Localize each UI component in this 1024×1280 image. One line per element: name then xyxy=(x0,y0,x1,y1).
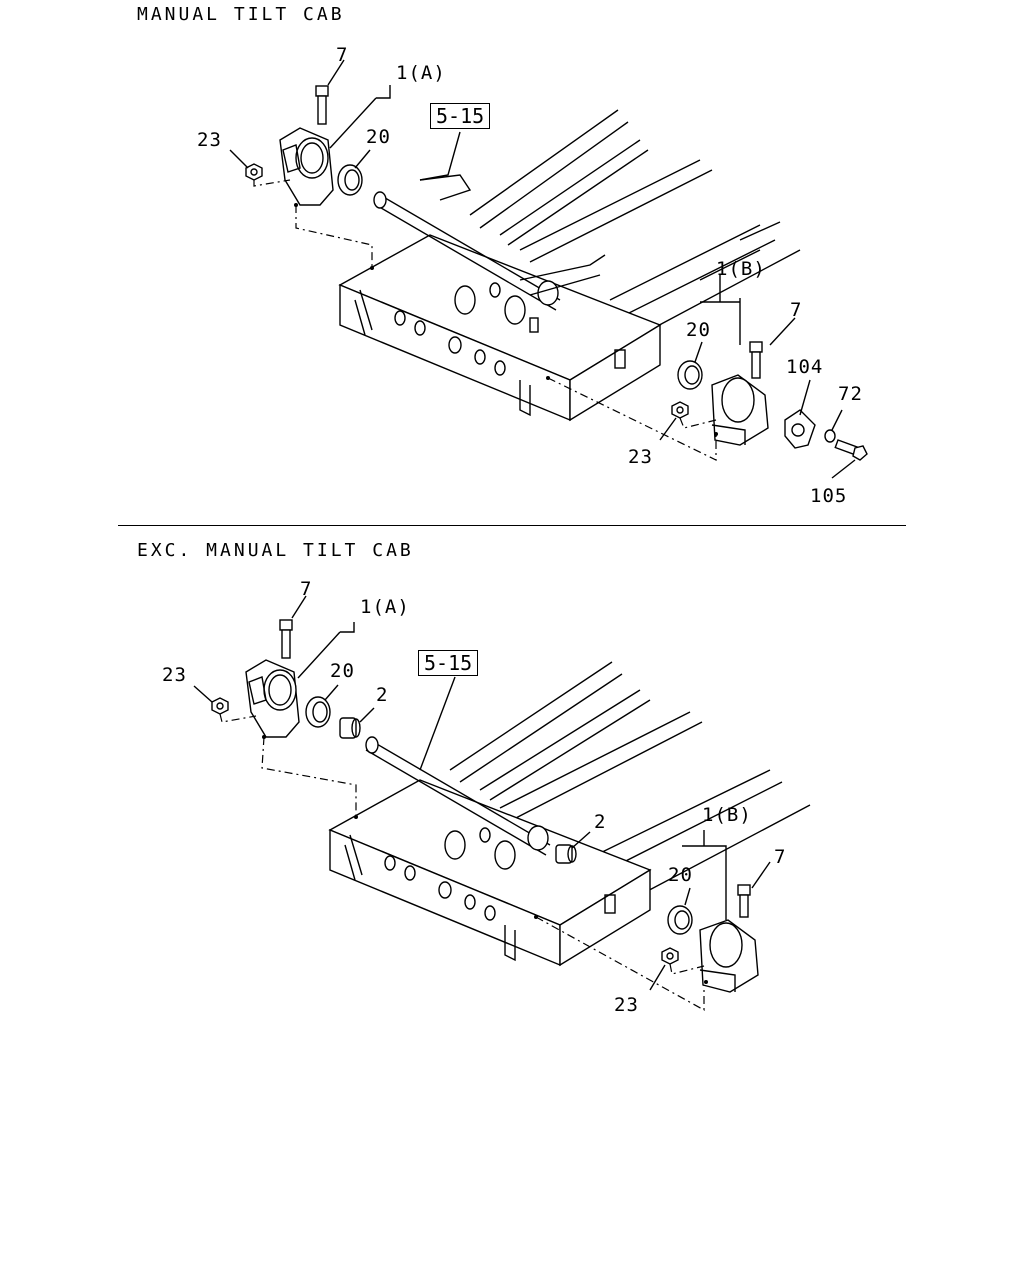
callout-lock: 104 xyxy=(786,356,824,378)
callout-collar-b-2: 2 xyxy=(594,811,607,833)
callout-collar-a-2: 2 xyxy=(376,684,389,706)
callout-bushing-a-2: 20 xyxy=(330,660,355,682)
diagram-exc-manual-tilt-cab xyxy=(193,595,811,1012)
leader-lines-2 xyxy=(193,595,771,1012)
callout-bushing-b-2: 20 xyxy=(668,864,693,886)
callout-nut-b-2: 23 xyxy=(614,994,639,1016)
mount-a-bracket xyxy=(279,127,334,207)
callout-lock-bolt: 105 xyxy=(810,485,848,507)
callout-nut-a-2: 23 xyxy=(162,664,187,686)
callout-bushing-a: 20 xyxy=(366,126,391,148)
bushing-a-2 xyxy=(305,696,331,728)
callout-bolt-a-2: 7 xyxy=(300,578,313,600)
section-divider xyxy=(118,525,906,526)
mount-a-bracket-2 xyxy=(245,659,300,739)
section-title-manual-tilt-cab: MANUAL TILT CAB xyxy=(137,4,345,25)
ref-box-5-15-2: 5-15 xyxy=(418,650,479,676)
frame-rails-2 xyxy=(449,661,811,896)
callout-nut-a: 23 xyxy=(197,129,222,151)
collar-b-2 xyxy=(555,844,577,864)
ref-box-5-15: 5-15 xyxy=(430,103,491,129)
cross-member xyxy=(338,234,662,422)
mount-b-bracket xyxy=(711,374,769,446)
washer xyxy=(824,429,836,443)
nut-a xyxy=(245,163,263,181)
bushing-b-2 xyxy=(667,905,693,935)
tilt-shaft-2 xyxy=(365,736,551,856)
nut-a-2 xyxy=(211,697,229,715)
frame-rails xyxy=(469,109,801,331)
callout-mount-b: 1(B) xyxy=(716,258,766,280)
bolt-a xyxy=(315,85,329,125)
mount-b-bracket-2 xyxy=(699,919,759,993)
callout-washer: 72 xyxy=(838,383,863,405)
cross-member-2 xyxy=(328,779,652,967)
bushing-b xyxy=(677,360,703,390)
callout-bushing-b: 20 xyxy=(686,319,711,341)
callout-mount-a-2: 1(A) xyxy=(360,596,410,618)
callout-bolt-a: 7 xyxy=(336,44,349,66)
bolt-b xyxy=(749,341,763,379)
callout-bolt-b-2: 7 xyxy=(774,846,787,868)
bushing-a xyxy=(337,164,363,196)
nut-b xyxy=(671,401,689,419)
bolt-b-2 xyxy=(737,884,751,918)
collar-a-2 xyxy=(339,717,361,739)
callout-mount-b-2: 1(B) xyxy=(702,804,752,826)
diagram-manual-tilt-cab xyxy=(229,59,868,479)
leader-lines-1 xyxy=(229,59,856,479)
tilt-shaft xyxy=(373,174,606,311)
callout-mount-a: 1(A) xyxy=(396,62,446,84)
bolt-a-2 xyxy=(279,619,293,659)
callout-nut-b: 23 xyxy=(628,446,653,468)
nut-b-2 xyxy=(661,947,679,965)
callout-bolt-b: 7 xyxy=(790,299,803,321)
lock-bolt xyxy=(834,439,868,461)
section-title-exc-manual-tilt-cab: EXC. MANUAL TILT CAB xyxy=(137,540,414,561)
tilt-lock xyxy=(784,409,816,449)
